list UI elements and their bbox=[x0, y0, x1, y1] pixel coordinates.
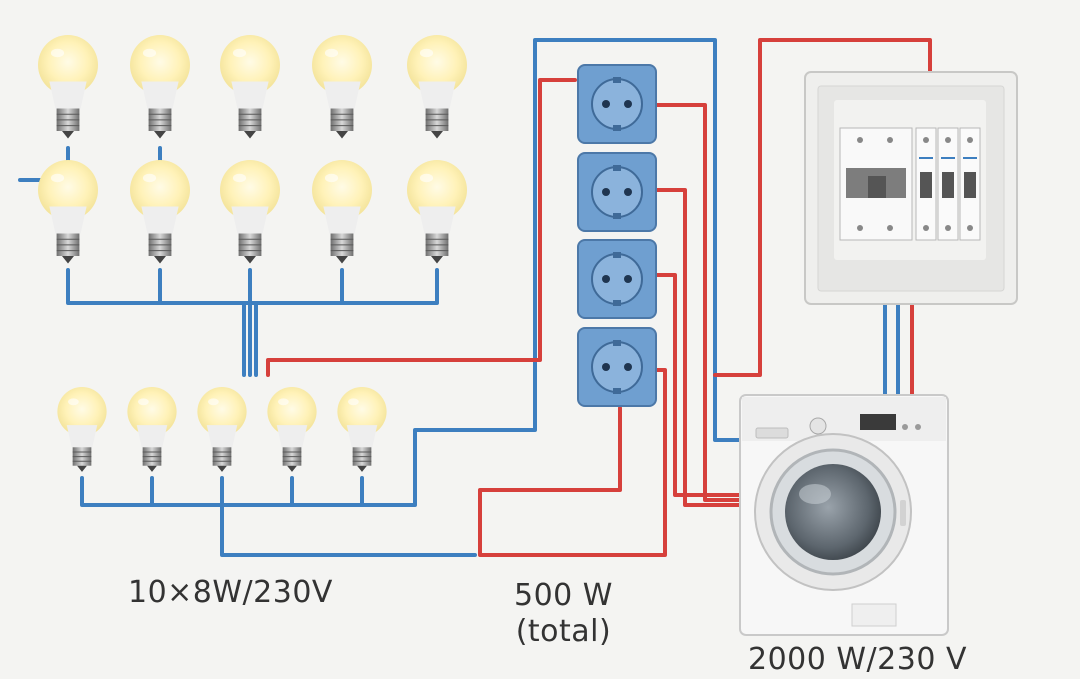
light-bulb-icon bbox=[130, 160, 190, 264]
washer-load-label: 2000 W/230 V bbox=[748, 642, 967, 677]
socket-strip bbox=[577, 64, 657, 407]
wall-socket-icon bbox=[577, 239, 657, 319]
light-bulb-icon bbox=[127, 387, 177, 472]
washing-machine-icon bbox=[739, 394, 949, 636]
bulb-load-label: 10×8W/230V bbox=[128, 575, 333, 610]
light-bulb-icon bbox=[312, 160, 372, 264]
wall-socket-icon bbox=[577, 152, 657, 232]
wall-socket-icon bbox=[577, 327, 657, 407]
bulb-group-upper bbox=[38, 35, 467, 264]
light-bulb-icon bbox=[267, 387, 317, 472]
wall-socket-icon bbox=[577, 64, 657, 144]
breaker-switch bbox=[915, 127, 937, 241]
circuit-breakers bbox=[915, 127, 981, 241]
light-bulb-icon bbox=[220, 35, 280, 139]
bulb-group-lower bbox=[57, 387, 387, 472]
light-bulb-icon bbox=[407, 160, 467, 264]
breaker-switch bbox=[937, 127, 959, 241]
light-bulb-icon bbox=[38, 160, 98, 264]
light-bulb-icon bbox=[130, 35, 190, 139]
light-bulb-icon bbox=[312, 35, 372, 139]
breaker-switch bbox=[959, 127, 981, 241]
light-bulb-icon bbox=[57, 387, 107, 472]
light-bulb-icon bbox=[220, 160, 280, 264]
main-switch bbox=[839, 127, 913, 241]
light-bulb-icon bbox=[197, 387, 247, 472]
light-bulb-icon bbox=[337, 387, 387, 472]
socket-load-value: 500 W bbox=[514, 578, 613, 613]
socket-load-label: 500 W (total) bbox=[514, 578, 613, 650]
breaker-panel-icon bbox=[804, 71, 1018, 305]
light-bulb-icon bbox=[38, 35, 98, 139]
light-bulb-icon bbox=[407, 35, 467, 139]
socket-load-note: (total) bbox=[515, 614, 612, 649]
